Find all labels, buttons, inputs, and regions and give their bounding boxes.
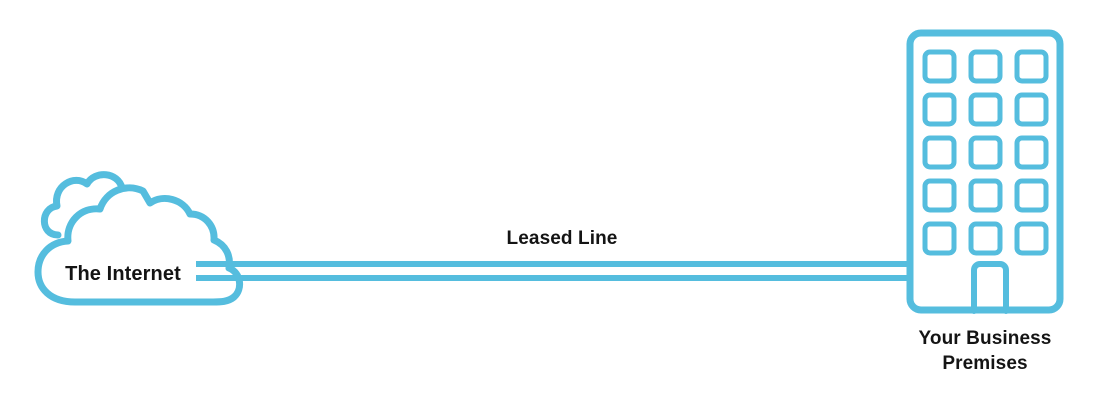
cloud-body bbox=[34, 184, 244, 306]
building-window bbox=[922, 49, 957, 84]
cloud-icon bbox=[34, 171, 244, 306]
office-building-icon bbox=[906, 29, 1064, 314]
building-window bbox=[922, 221, 957, 256]
building-window bbox=[1014, 92, 1049, 127]
leased-line-label: Leased Line bbox=[506, 228, 618, 249]
business-premises-label: Your Business Premises bbox=[895, 326, 1075, 376]
building-window bbox=[1014, 221, 1049, 256]
building-window bbox=[1014, 135, 1049, 170]
internet-cloud-label: The Internet bbox=[65, 263, 181, 285]
business-premises-label-line-2: Premises bbox=[942, 353, 1028, 374]
building-window bbox=[968, 92, 1003, 127]
leased-line-connector bbox=[196, 261, 911, 281]
building-door bbox=[971, 261, 1009, 314]
building-window bbox=[922, 178, 957, 213]
building-window bbox=[1014, 49, 1049, 84]
building-window bbox=[968, 49, 1003, 84]
building-window bbox=[1014, 178, 1049, 213]
business-premises-label-line-1: Your Business bbox=[918, 328, 1052, 349]
building-window bbox=[968, 178, 1003, 213]
building-window bbox=[968, 135, 1003, 170]
building-outline bbox=[906, 29, 1064, 314]
building-window bbox=[922, 92, 957, 127]
building-window bbox=[968, 221, 1003, 256]
building-window-grid bbox=[922, 49, 1049, 256]
building-window bbox=[922, 135, 957, 170]
cloud-puff-small bbox=[40, 171, 126, 239]
